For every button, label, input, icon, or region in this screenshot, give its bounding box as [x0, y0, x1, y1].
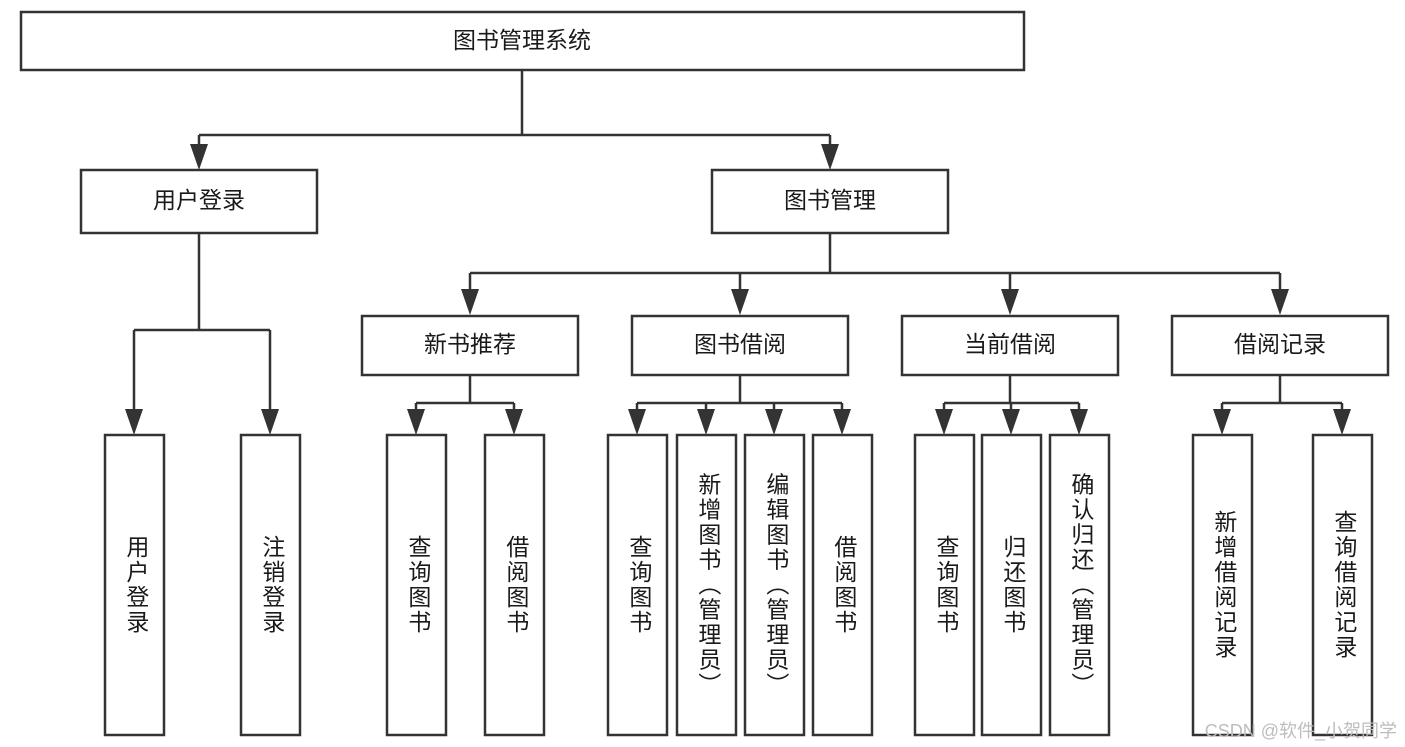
- node-leaf-return-book-label: 归还图书: [1000, 535, 1027, 635]
- node-leaf-add-record-box[interactable]: [1191, 433, 1254, 737]
- node-root[interactable]: 图书管理系统: [19, 10, 1026, 72]
- node-book-borrow-box[interactable]: [630, 314, 850, 377]
- node-new-book-rec-box[interactable]: [360, 314, 580, 377]
- node-book-manage-label: 图书管理: [784, 187, 876, 213]
- node-leaf-edit-book[interactable]: 编辑图书（管理员）: [743, 433, 806, 737]
- node-leaf-query-book-2-box[interactable]: [606, 433, 669, 737]
- node-leaf-query-book-1[interactable]: 查询图书: [385, 433, 448, 737]
- node-leaf-logout-label: 注销登录: [259, 535, 286, 635]
- arrowhead-leaf-add-book: [697, 409, 715, 435]
- arrowhead-leaf-add-record: [1213, 409, 1231, 435]
- node-user-login-box[interactable]: [79, 168, 319, 235]
- connector-group: [125, 70, 1351, 435]
- node-leaf-add-record[interactable]: 新增借阅记录: [1191, 433, 1254, 737]
- node-borrow-record-box[interactable]: [1170, 314, 1390, 377]
- node-leaf-query-record-box[interactable]: [1311, 433, 1374, 737]
- arrowhead-current-borrow: [1001, 289, 1019, 315]
- node-leaf-add-record-label: 新增借阅记录: [1211, 510, 1238, 660]
- node-user-login[interactable]: 用户登录: [79, 168, 319, 235]
- node-leaf-query-book-1-label: 查询图书: [405, 535, 432, 635]
- arrowhead-leaf-logout: [261, 409, 279, 435]
- node-leaf-return-book[interactable]: 归还图书: [980, 433, 1043, 737]
- arrowhead-leaf-query-record: [1333, 409, 1351, 435]
- arrowhead-book-manage: [821, 144, 839, 170]
- node-leaf-borrow-book-1[interactable]: 借阅图书: [483, 433, 546, 737]
- node-book-borrow[interactable]: 图书借阅: [630, 314, 850, 377]
- arrowhead-borrow-record: [1271, 289, 1289, 315]
- node-leaf-query-book-3[interactable]: 查询图书: [913, 433, 976, 737]
- node-borrow-record[interactable]: 借阅记录: [1170, 314, 1390, 377]
- arrowhead-new-book-rec: [461, 289, 479, 315]
- node-leaf-query-book-3-label: 查询图书: [933, 535, 960, 635]
- arrowhead-leaf-confirm-return: [1070, 409, 1088, 435]
- node-leaf-edit-book-label: 编辑图书（管理员）: [763, 473, 790, 698]
- arrowhead-leaf-borrow-book-1: [505, 409, 523, 435]
- arrowhead-leaf-borrow-book-2: [833, 409, 851, 435]
- node-leaf-add-book-box[interactable]: [675, 433, 738, 737]
- arrowhead-book-borrow: [731, 289, 749, 315]
- node-book-manage-box[interactable]: [710, 168, 950, 235]
- arrowhead-user-login: [190, 144, 208, 170]
- node-new-book-rec[interactable]: 新书推荐: [360, 314, 580, 377]
- node-borrow-record-label: 借阅记录: [1234, 331, 1326, 357]
- node-current-borrow-box[interactable]: [900, 314, 1120, 377]
- node-leaf-user-login-box[interactable]: [103, 433, 166, 737]
- node-root-label: 图书管理系统: [453, 27, 591, 53]
- node-current-borrow[interactable]: 当前借阅: [900, 314, 1120, 377]
- arrowhead-leaf-query-book-1: [407, 409, 425, 435]
- node-leaf-logout-box[interactable]: [239, 433, 302, 737]
- node-leaf-query-book-1-box[interactable]: [385, 433, 448, 737]
- arrowhead-leaf-edit-book: [765, 409, 783, 435]
- node-leaf-borrow-book-2[interactable]: 借阅图书: [811, 433, 874, 737]
- node-leaf-confirm-return[interactable]: 确认归还（管理员）: [1048, 433, 1111, 737]
- node-leaf-confirm-return-label: 确认归还（管理员）: [1068, 473, 1095, 698]
- arrowhead-leaf-user-login: [125, 409, 143, 435]
- node-leaf-edit-book-box[interactable]: [743, 433, 806, 737]
- edge-newbook-trunk: [414, 375, 516, 420]
- arrowhead-leaf-query-book-3: [935, 409, 953, 435]
- edge-bookborrow-trunk: [635, 375, 844, 420]
- edge-userlogin-trunk: [132, 233, 272, 420]
- node-book-manage[interactable]: 图书管理: [710, 168, 950, 235]
- node-leaf-query-record-label: 查询借阅记录: [1331, 510, 1358, 660]
- edge-root-trunk: [197, 70, 832, 155]
- node-leaf-borrow-book-2-label: 借阅图书: [831, 535, 858, 635]
- edge-bookmanage-trunk: [468, 233, 1282, 300]
- edge-borrowrecord-trunk: [1220, 375, 1344, 420]
- node-leaf-query-book-2-label: 查询图书: [626, 535, 653, 635]
- node-leaf-borrow-book-1-label: 借阅图书: [503, 535, 530, 635]
- node-book-borrow-label: 图书借阅: [694, 331, 786, 357]
- node-user-login-label: 用户登录: [153, 187, 245, 213]
- node-new-book-rec-label: 新书推荐: [424, 331, 516, 357]
- node-leaf-borrow-book-1-box[interactable]: [483, 433, 546, 737]
- node-leaf-user-login-label: 用户登录: [123, 535, 150, 635]
- node-leaf-logout[interactable]: 注销登录: [239, 433, 302, 737]
- node-leaf-query-book-3-box[interactable]: [913, 433, 976, 737]
- node-leaf-user-login[interactable]: 用户登录: [103, 433, 166, 737]
- arrowhead-leaf-return-book: [1002, 409, 1020, 435]
- node-leaf-query-book-2[interactable]: 查询图书: [606, 433, 669, 737]
- arrowhead-leaf-query-book-2: [628, 409, 646, 435]
- node-leaf-add-book-label: 新增图书（管理员）: [695, 473, 722, 698]
- node-leaf-return-book-box[interactable]: [980, 433, 1043, 737]
- node-leaf-add-book[interactable]: 新增图书（管理员）: [675, 433, 738, 737]
- node-root-box[interactable]: [19, 10, 1026, 72]
- node-current-borrow-label: 当前借阅: [964, 331, 1056, 357]
- node-leaf-borrow-book-2-box[interactable]: [811, 433, 874, 737]
- node-leaf-confirm-return-box[interactable]: [1048, 433, 1111, 737]
- node-leaf-query-record[interactable]: 查询借阅记录: [1311, 433, 1374, 737]
